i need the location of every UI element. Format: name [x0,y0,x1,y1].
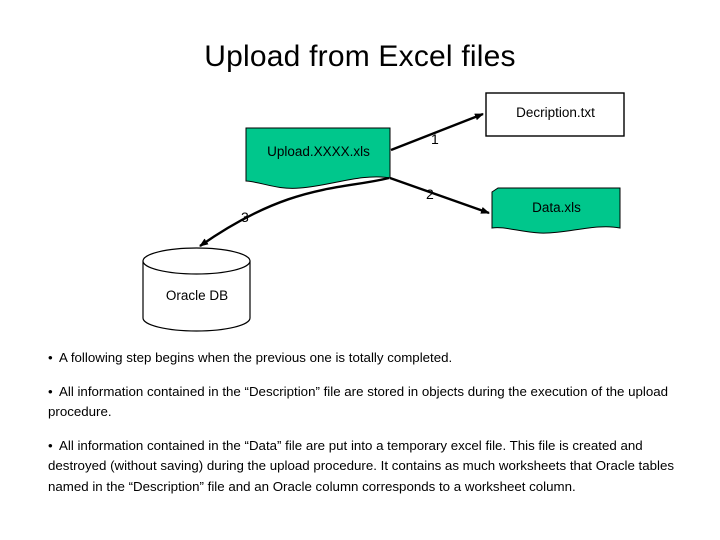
note-item-2-text: All information contained in the “Descri… [48,383,669,420]
shape-oracle-db[interactable] [142,247,251,332]
notes-list: • A following step begins when the previo… [48,348,682,498]
bullet-icon: • [48,350,53,365]
bullet-icon: • [48,437,53,453]
connector-arrow-1 [390,112,484,152]
diagram-svg [142,92,625,332]
bullet-icon: • [48,383,53,399]
shape-decription-file[interactable] [485,92,625,137]
note-item-1-text: A following step begins when the previou… [59,350,453,365]
page-title: Upload from Excel files [204,40,516,73]
shape-data-file[interactable] [491,187,621,234]
shape-upload-file[interactable] [245,127,391,189]
note-item-1: • A following step begins when the previo… [48,348,682,369]
note-item-2: •All information contained in the “Descr… [48,382,682,423]
connector-arrow-2 [389,176,490,215]
connector-arrow-3 [199,176,390,247]
note-item-3: •All information contained in the “Data”… [48,436,682,498]
diagram-area: Upload.XXXX.xls Decription.txt Data.xls … [142,92,625,332]
note-item-3-text: All information contained in the “Data” … [48,437,675,495]
